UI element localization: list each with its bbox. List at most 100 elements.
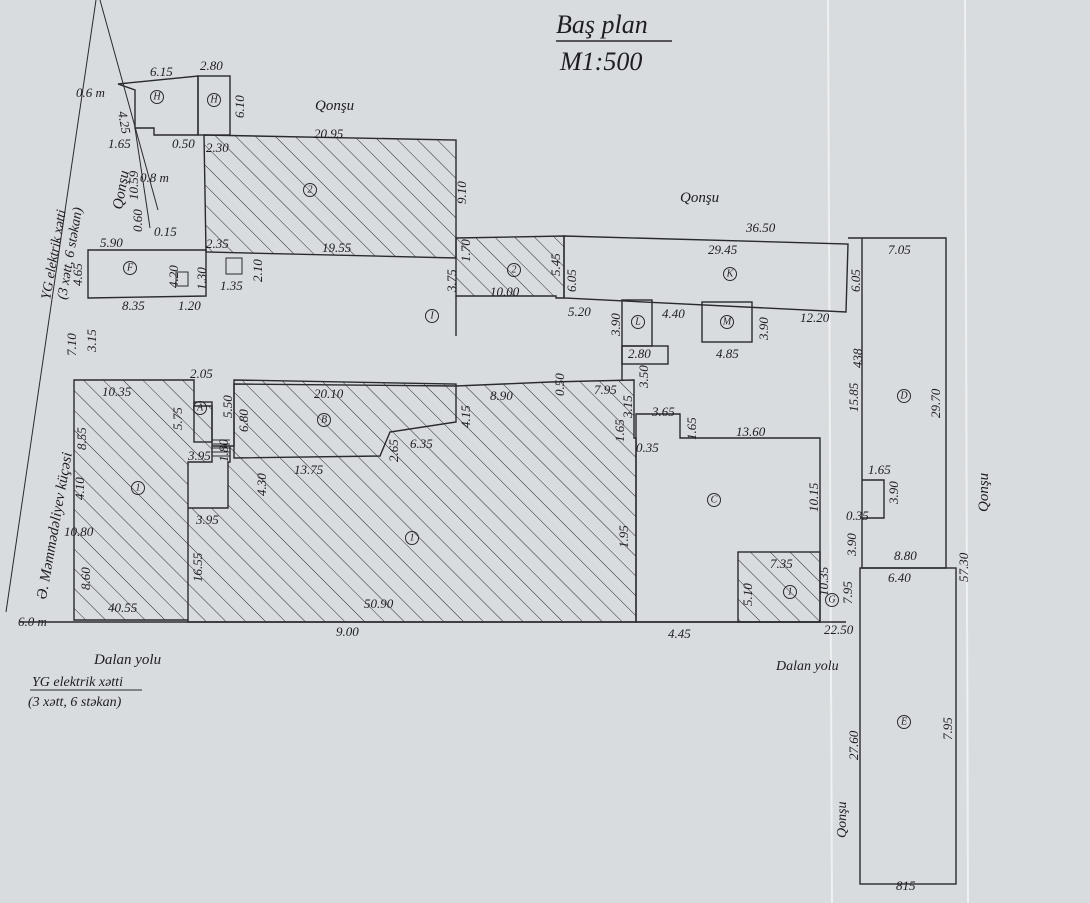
marker-c: C	[707, 493, 721, 507]
svg-text:G: G	[828, 595, 835, 606]
dimension-label: 2.30	[206, 140, 229, 155]
paper-fold	[827, 0, 833, 903]
dimension-label: 19.55	[322, 240, 352, 255]
dimension-label: 4.40	[662, 306, 685, 321]
neighbor-label-top: Qonşu	[315, 98, 354, 114]
dimension-label: 27.60	[846, 730, 861, 760]
dimension-label: 2.80	[200, 58, 223, 73]
dimension-label: 6.40	[888, 570, 911, 585]
offset-top: 0.6 m	[76, 85, 105, 100]
dimension-label: 9.10	[454, 181, 469, 204]
dimension-label: 0.35	[846, 508, 869, 523]
marker-i: I	[425, 309, 439, 323]
power-line-branch	[99, 0, 159, 211]
dimension-label: 29.45	[708, 242, 738, 257]
dimension-label: 3.15	[84, 329, 99, 353]
neighbor-label-left: Qonşu	[110, 169, 133, 210]
power-line-label-bottom: YG elektrik xətti	[32, 675, 123, 690]
dimension-label: 4.10	[72, 477, 87, 500]
dimension-label: 10.80	[64, 524, 94, 539]
svg-text:E: E	[900, 717, 907, 728]
dimension-label: 6.05	[564, 269, 579, 292]
dimension-label: 2.65	[386, 439, 401, 462]
neighbor-label-mid: Qonşu	[680, 190, 719, 206]
marker-f: F	[123, 261, 137, 275]
dimension-label: 7.95	[840, 581, 855, 604]
dimension-label: 1.65	[612, 419, 627, 442]
dimension-label: 10.15	[806, 482, 821, 512]
marker-1: 1	[783, 585, 797, 599]
dimension-label: 1.95	[616, 525, 631, 548]
svg-text:B: B	[321, 415, 327, 426]
dimension-label: 3.75	[444, 269, 459, 293]
dimension-label: 3.50	[636, 365, 651, 389]
svg-text:2: 2	[308, 185, 313, 196]
neighbor-label-bottom: Qonşu	[835, 801, 850, 838]
dimension-label: 1.65	[868, 462, 891, 477]
building-b	[233, 383, 457, 459]
dimension-label: 5.20	[568, 304, 591, 319]
dimension-label: 0.50	[172, 136, 195, 151]
dimension-label: 50.90	[364, 596, 394, 611]
dimension-label: 2.10	[250, 259, 265, 282]
building-f-annex	[175, 271, 189, 287]
dimension-label: 2.35	[206, 236, 229, 251]
dimension-label: 10.35	[102, 384, 132, 399]
dimension-label: 1.65	[108, 136, 131, 151]
building-k	[563, 235, 849, 313]
svg-text:D: D	[899, 391, 908, 402]
neighbor-label-right: Qonşu	[976, 473, 992, 512]
dimension-label: 5.45	[548, 253, 563, 276]
offset-mid: 0.8 m	[140, 170, 169, 185]
dimension-label: 0.50	[552, 373, 567, 396]
marker-k: K	[723, 267, 737, 281]
dimension-label: 20.10	[314, 386, 344, 401]
dimension-label: 1.65	[684, 417, 699, 440]
dimension-label: 0.15	[154, 224, 177, 239]
marker-1: 1	[405, 531, 419, 545]
dimension-label: 10.35	[816, 566, 831, 596]
building-1-main	[73, 379, 637, 623]
svg-text:C: C	[711, 495, 718, 506]
svg-text:A: A	[196, 403, 204, 414]
plan-scale: M1:500	[559, 47, 642, 76]
svg-text:1: 1	[788, 587, 793, 598]
dimension-label: 3.90	[844, 533, 859, 557]
dimension-label: 5.90	[100, 235, 123, 250]
dimension-label: 16.55	[190, 552, 205, 582]
dimension-label: 4.15	[458, 405, 473, 428]
marker-b: B	[317, 413, 331, 427]
dimension-label: 1.20	[178, 298, 201, 313]
dimension-label: 29.70	[928, 388, 943, 418]
dimension-label: 8.90	[490, 388, 513, 403]
dimension-label: 8.55	[74, 427, 89, 450]
marker-m: M	[720, 315, 734, 329]
svg-text:H: H	[209, 95, 218, 106]
marker-1: 1	[131, 481, 145, 495]
dimension-label: 8.60	[78, 567, 93, 590]
dimension-label: 40.55	[108, 600, 138, 615]
dimension-label: 815	[896, 878, 916, 893]
dimension-label: 8.80	[894, 548, 917, 563]
dimension-label: 10.00	[490, 284, 520, 299]
dimension-label: 10.59	[126, 170, 141, 200]
dimension-label: 438	[850, 348, 865, 368]
dimension-label: 6.10	[232, 95, 247, 118]
dimension-label: 3.90	[886, 481, 901, 505]
dimension-label: 13.75	[294, 462, 324, 477]
marker-d: D	[897, 389, 911, 403]
dimension-label: 1.35	[220, 278, 243, 293]
svg-text:L: L	[634, 317, 641, 328]
svg-text:H: H	[152, 92, 161, 103]
dimension-label: 1.70	[458, 239, 473, 262]
marker-a: A	[193, 401, 207, 415]
marker-l: L	[631, 315, 645, 329]
dimension-label: 3.65	[651, 404, 675, 419]
dimension-label: 2.80	[628, 346, 651, 361]
dimension-label: 6.80	[236, 409, 251, 432]
dimension-label: 4.65	[70, 263, 85, 286]
dimension-label: 5.10	[740, 583, 755, 606]
building-f	[87, 249, 207, 299]
